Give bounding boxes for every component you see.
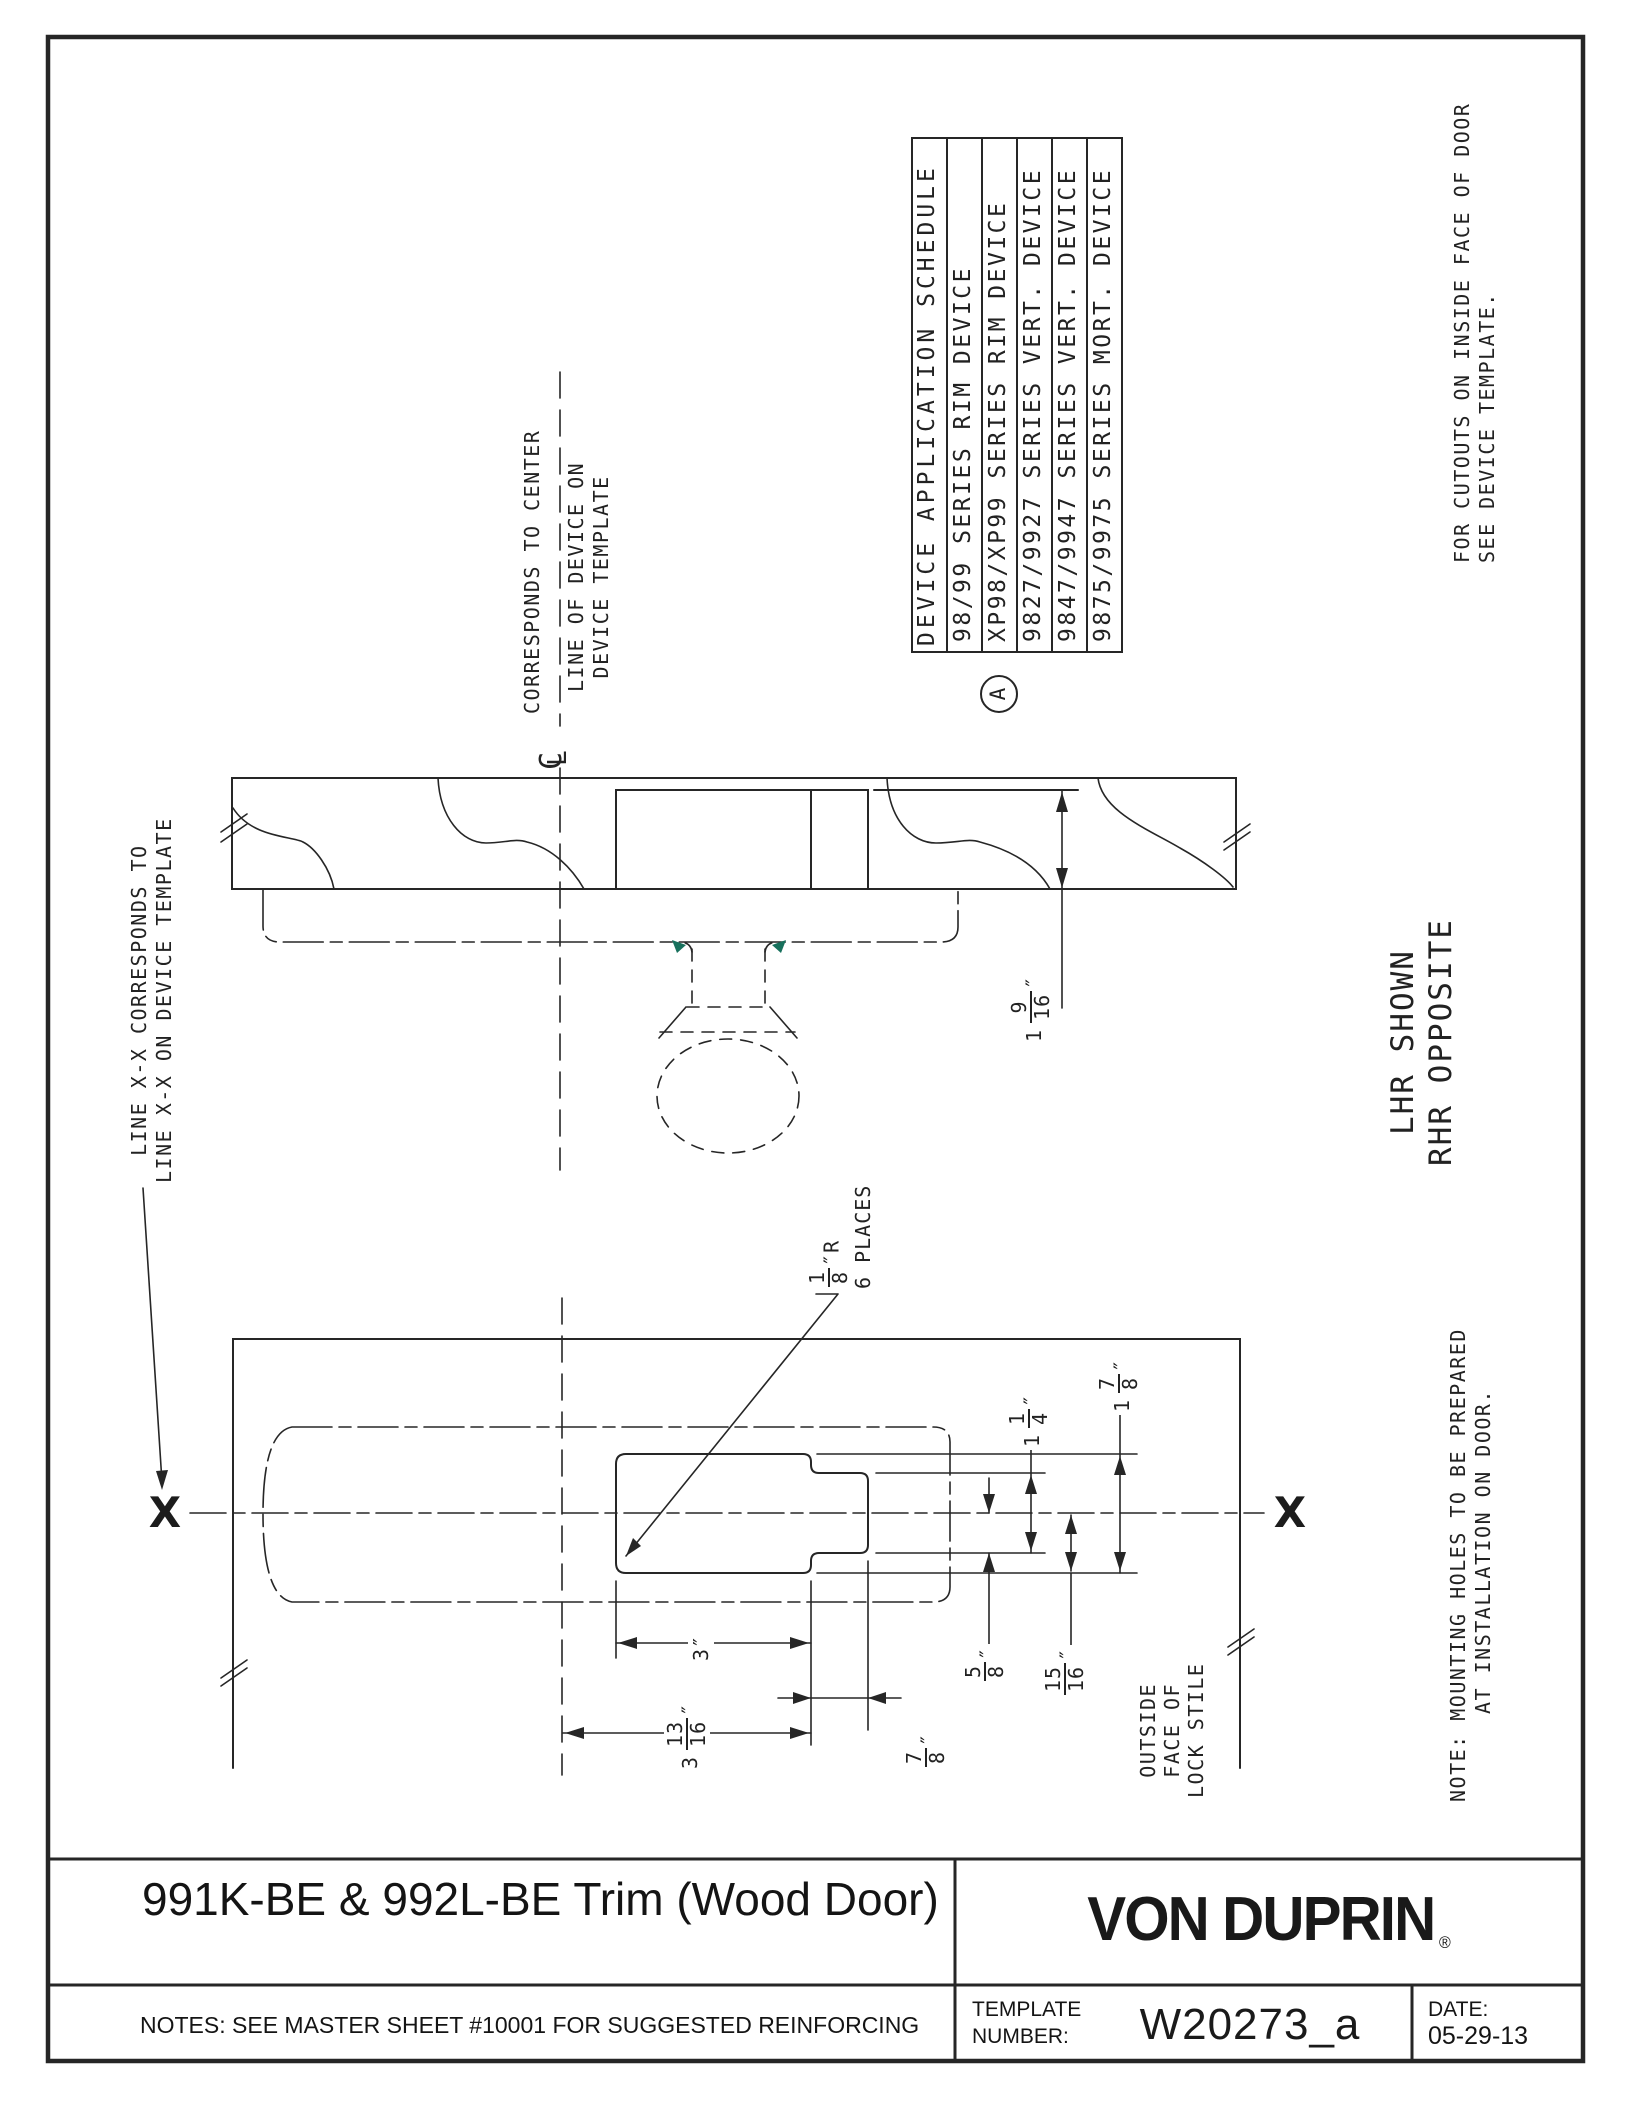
xx-leader	[143, 1188, 168, 1490]
x-marker-left: X	[148, 1488, 182, 1537]
note-marker-bubble: A	[980, 675, 1018, 713]
trim-plate-outline	[263, 1427, 950, 1602]
extension-lines	[616, 1454, 1137, 1745]
schedule-row: 9847/9947 SERIES VERT. DEVICE	[1055, 167, 1081, 642]
trim-cutout	[616, 1454, 868, 1573]
radius-leader	[626, 1294, 838, 1556]
date-block: DATE:05-29-13	[1428, 1996, 1528, 2050]
break-mark	[221, 814, 247, 842]
centerline-symbol: CL	[534, 750, 573, 770]
schedule-table-grid	[912, 138, 1122, 652]
door-edge-view	[221, 372, 1250, 1170]
sheet-title: 991K-BE & 992L-BE Trim (Wood Door)	[142, 1873, 939, 1925]
break-mark	[1224, 824, 1250, 850]
break-mark	[1228, 1629, 1254, 1655]
schedule-row: 98/99 SERIES RIM DEVICE	[950, 266, 976, 642]
break-mark	[221, 1660, 247, 1686]
registered-mark-icon: ®	[1439, 1933, 1451, 1952]
door-face-view	[143, 1188, 1264, 1775]
dim-cl-to-cutout-bottom-lines	[1065, 1515, 1077, 1650]
template-number-value: W20273_a	[1139, 2000, 1361, 2049]
trim-profile	[263, 890, 958, 942]
flare-tick-left	[672, 940, 686, 953]
dim-door-thickness-lines	[1056, 790, 1068, 1008]
schedule-row: 9875/9975 SERIES MORT. DEVICE	[1090, 167, 1116, 642]
date-label: DATE:	[1428, 1998, 1489, 2021]
dim-ext-width-lines	[778, 1692, 901, 1704]
flare-tick-right	[772, 940, 786, 953]
dim-ext-height-lines	[1025, 1444, 1037, 1553]
x-marker-right: X	[1273, 1488, 1307, 1537]
stile-outline	[233, 1339, 1240, 1768]
center-note-line1: CORRESPONDS TO CENTER	[520, 429, 544, 714]
schedule-header: DEVICE APPLICATION SCHEDULE	[914, 164, 940, 646]
dim-cl-to-ext-bottom-lines	[983, 1478, 995, 1648]
schedule-row: 9827/9927 SERIES VERT. DEVICE	[1020, 167, 1046, 642]
sheet-notes: NOTES: SEE MASTER SHEET #10001 FOR SUGGE…	[140, 2012, 920, 2038]
date-value: 05-29-13	[1428, 2022, 1529, 2050]
dim-cutout-height-lines	[1114, 1412, 1126, 1573]
sheet-border	[48, 37, 1583, 2061]
brand-logo: VON DUPRIN®	[1087, 1885, 1451, 1954]
edge-cutout	[616, 790, 868, 889]
schedule-row: XP98/XP99 SERIES RIM DEVICE	[985, 200, 1011, 642]
dim-cutout-width: 3″	[688, 1631, 714, 1664]
knob-hidden-outline	[657, 940, 799, 1153]
